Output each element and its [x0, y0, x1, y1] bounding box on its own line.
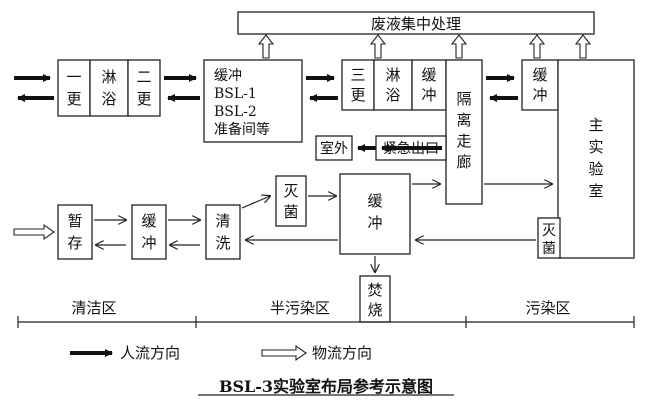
room-change-2: 二 更: [127, 59, 161, 117]
svg-text:一: 一: [66, 68, 81, 86]
svg-text:菌: 菌: [542, 241, 556, 257]
zone-semi-contaminated: 半污染区: [270, 299, 330, 317]
svg-text:烧: 烧: [367, 301, 382, 319]
svg-text:BSL-2: BSL-2: [214, 104, 257, 120]
svg-text:室外: 室外: [320, 140, 348, 157]
legend-material-label: 物流方向: [312, 344, 372, 362]
room-shower-1: 淋 浴: [89, 59, 129, 117]
svg-text:淋: 淋: [101, 68, 116, 86]
room-change-3: 三 更: [341, 59, 375, 111]
svg-text:存: 存: [67, 234, 82, 252]
room-outside: 室外: [315, 135, 353, 161]
svg-text:浴: 浴: [101, 90, 116, 108]
svg-text:更: 更: [136, 90, 151, 108]
diagram-title: BSL-3实验室布局参考示意图: [219, 377, 433, 396]
svg-text:浴: 浴: [385, 86, 400, 104]
svg-text:洗: 洗: [215, 234, 230, 252]
svg-text:三: 三: [350, 66, 365, 84]
svg-text:隔: 隔: [456, 90, 471, 108]
room-wash: 清 洗: [205, 204, 241, 260]
svg-text:二: 二: [136, 68, 151, 86]
room-buffer-3: 缓 冲: [521, 59, 559, 111]
people-flow-arrows: [14, 74, 518, 152]
room-isolation-corridor: 隔 离 走 廊: [445, 59, 483, 205]
svg-text:淋: 淋: [385, 66, 400, 84]
waste-treatment: 废液集中处理: [237, 11, 595, 35]
svg-text:缓: 缓: [141, 212, 156, 230]
room-buffer-4: 缓 冲: [131, 204, 167, 260]
svg-text:实: 实: [588, 138, 603, 156]
svg-text:焚: 焚: [367, 281, 382, 299]
svg-text:离: 离: [456, 111, 471, 129]
svg-text:BSL-1: BSL-1: [214, 86, 257, 102]
svg-text:室: 室: [588, 182, 603, 200]
room-temp-store: 暂 存: [57, 204, 93, 260]
svg-text:灭: 灭: [283, 182, 298, 200]
svg-text:缓: 缓: [421, 66, 436, 84]
room-buffer-2: 缓 冲: [411, 59, 447, 111]
svg-text:主: 主: [588, 116, 603, 134]
svg-text:冲: 冲: [367, 214, 382, 232]
svg-text:冲: 冲: [421, 86, 436, 104]
zone-axis: 清洁区 半污染区 污染区: [17, 299, 635, 328]
svg-text:缓: 缓: [367, 192, 382, 210]
room-shower-2: 淋 浴: [373, 59, 413, 111]
room-incinerate: 焚 烧: [359, 275, 391, 323]
svg-text:廊: 廊: [456, 153, 471, 171]
svg-text:验: 验: [588, 160, 603, 178]
svg-text:清: 清: [215, 212, 230, 230]
legend-material-arrow: [261, 344, 307, 362]
zone-contaminated: 污染区: [525, 299, 570, 317]
room-change-1: 一 更: [57, 59, 91, 117]
waste-up-arrows: [257, 34, 592, 59]
svg-text:缓: 缓: [532, 66, 547, 84]
svg-text:更: 更: [66, 90, 81, 108]
room-sterilize-2: 灭 菌: [537, 217, 561, 259]
svg-text:准备间等: 准备间等: [214, 121, 270, 138]
svg-text:冲: 冲: [141, 234, 156, 252]
svg-text:缓冲: 缓冲: [214, 68, 242, 84]
svg-text:暂: 暂: [67, 212, 82, 230]
svg-text:冲: 冲: [532, 86, 547, 104]
room-main-lab: 主 实 验 室: [557, 59, 635, 259]
legend-people-label: 人流方向: [120, 344, 180, 362]
zone-clean: 清洁区: [71, 299, 116, 317]
svg-text:废液集中处理: 废液集中处理: [371, 15, 461, 33]
room-buffer-prep: 缓冲 BSL-1 BSL-2 准备间等: [203, 59, 303, 143]
svg-text:走: 走: [456, 132, 471, 150]
room-buffer-center: 缓 冲: [339, 173, 411, 255]
svg-text:灭: 灭: [542, 223, 556, 239]
svg-text:菌: 菌: [283, 203, 298, 221]
svg-text:更: 更: [350, 86, 365, 104]
room-sterilize-1: 灭 菌: [275, 175, 307, 227]
material-flow-arrows: [13, 184, 552, 272]
legend: 人流方向 物流方向: [70, 344, 372, 362]
